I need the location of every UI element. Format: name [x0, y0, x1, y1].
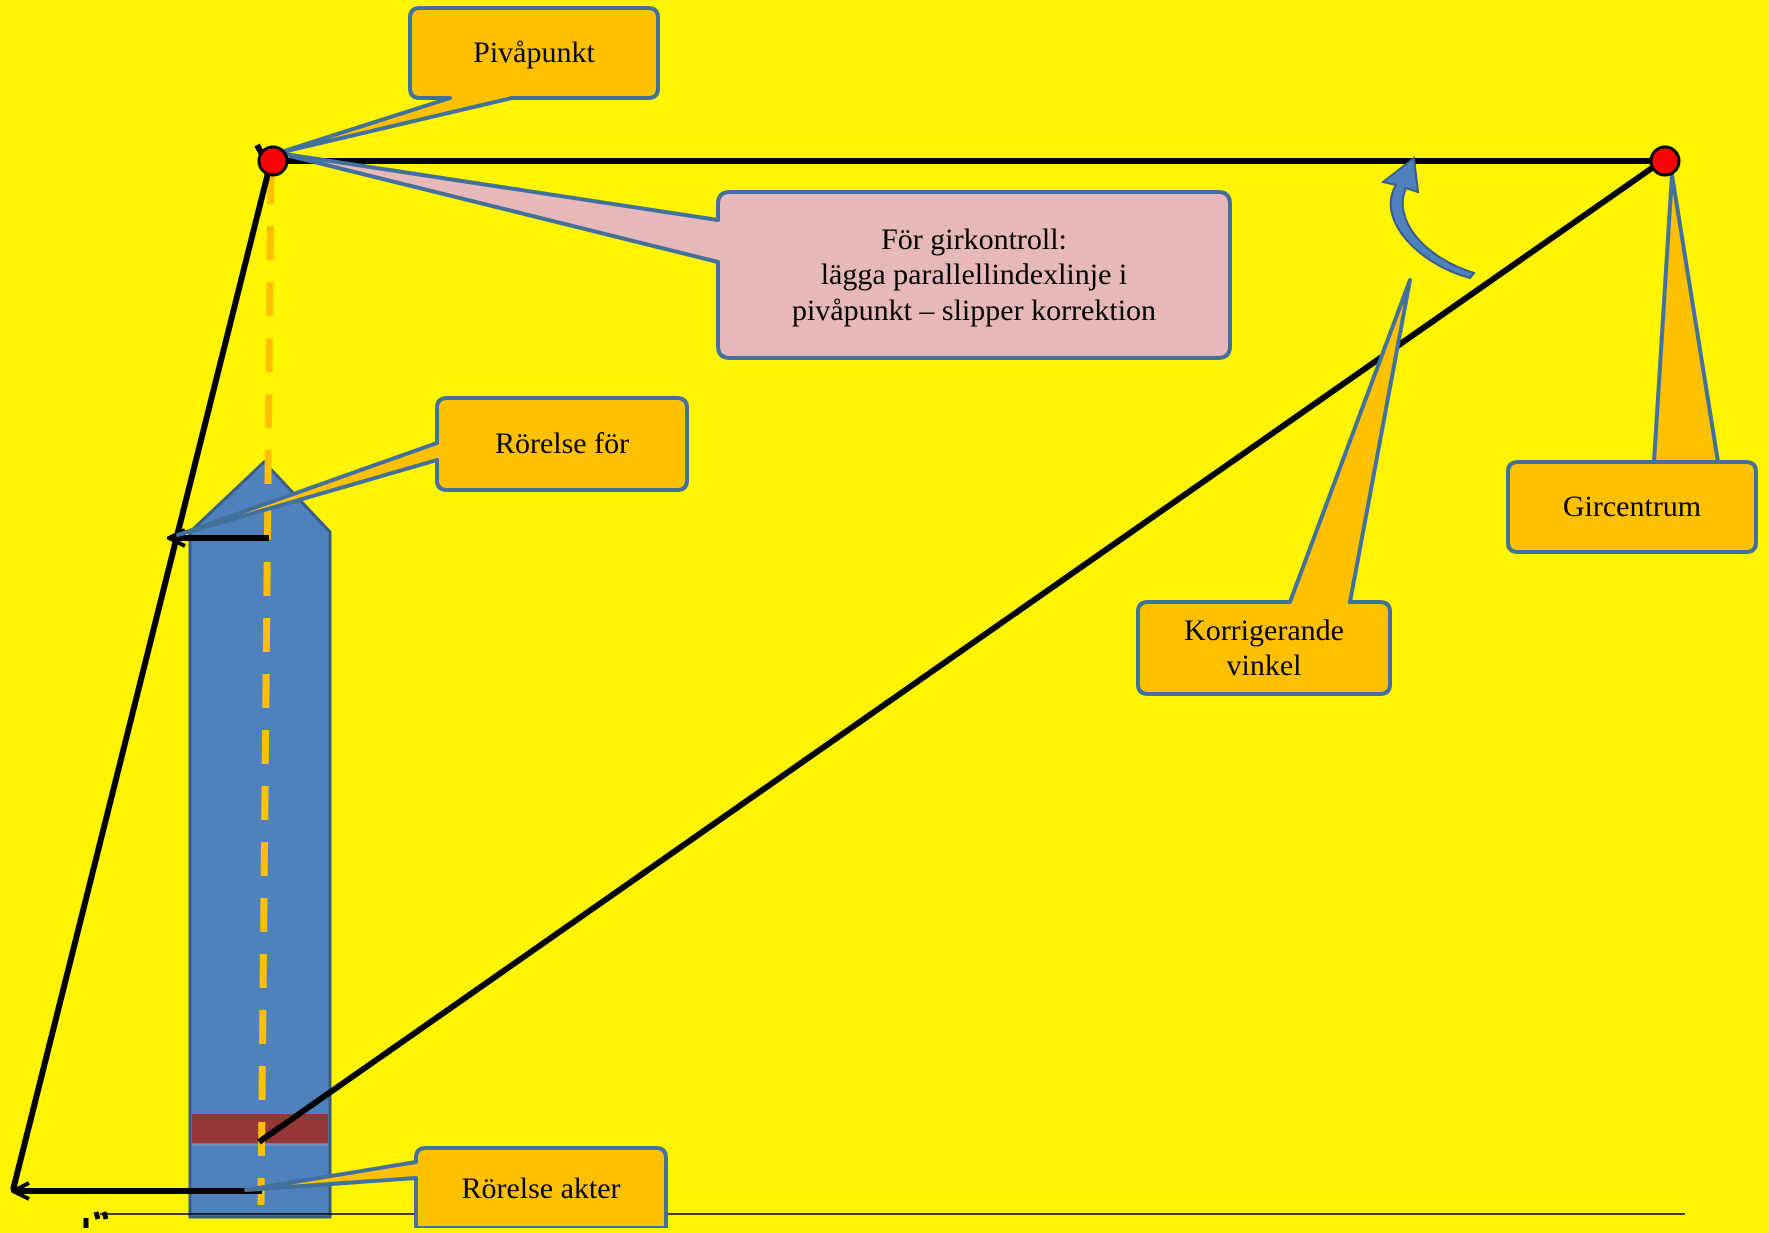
- bow-motion-callout: [176, 396, 689, 537]
- turn-center-label: Gircentrum: [1562, 490, 1702, 524]
- stern-motion-callout: [244, 1146, 668, 1230]
- pivot-point-label: Pivåpunkt: [473, 36, 595, 70]
- turn-center-callout: [1506, 173, 1758, 554]
- outer-track-line: [10, 160, 274, 1191]
- correcting-angle-label: Korrigerande vinkel: [1184, 613, 1344, 682]
- ship-centerline: [257, 169, 275, 1206]
- turn-center-marker: [1649, 145, 1681, 177]
- stern-motion-label: Rörelse akter: [461, 1172, 621, 1206]
- corner-mark: [83, 1211, 109, 1228]
- turn-check-note: För girkontroll: lägga parallellindexlin…: [791, 222, 1157, 327]
- bow-motion-label: Rörelse för: [494, 427, 630, 461]
- pivot-point-callout: [276, 6, 660, 155]
- pivot-point-marker: [257, 145, 289, 177]
- center-to-stern-line: [257, 158, 1664, 1145]
- ship-hull: [188, 459, 332, 1219]
- turn-check-callout: [276, 151, 1232, 360]
- curved-arrow-icon: [1380, 156, 1476, 280]
- correcting-angle-callout: [1136, 278, 1412, 696]
